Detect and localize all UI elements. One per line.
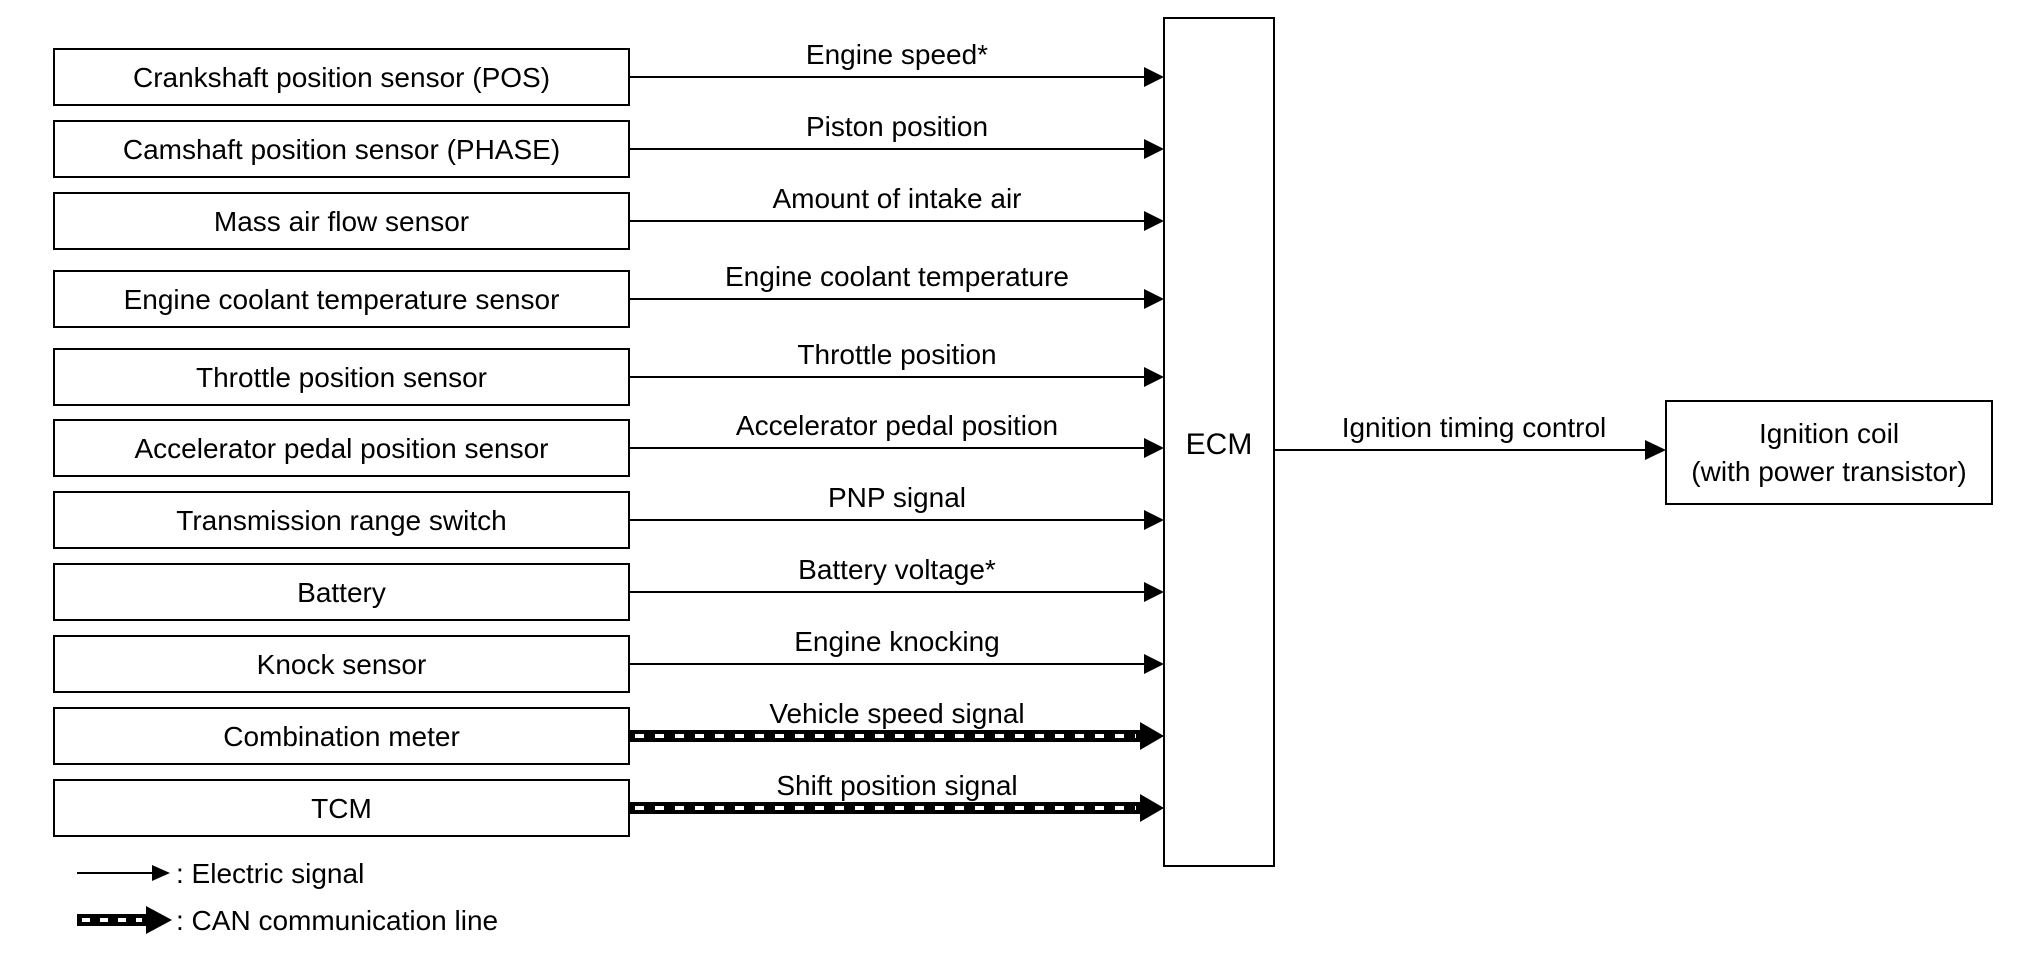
signal-label: Engine coolant temperature xyxy=(725,261,1069,292)
sensor-label: TCM xyxy=(311,793,372,824)
input-rows: Crankshaft position sensor (POS) Engine s… xyxy=(53,39,1164,837)
signal-label: Piston position xyxy=(806,111,988,142)
ecm-label: ECM xyxy=(1186,428,1253,461)
can-arrowhead xyxy=(1140,794,1164,822)
input-row: Camshaft position sensor (PHASE) Piston p… xyxy=(53,111,1164,178)
signal-arrowhead xyxy=(1144,67,1164,87)
sensor-box xyxy=(53,779,630,837)
signal-arrowhead xyxy=(1144,367,1164,387)
ignition-coil-box xyxy=(1665,400,1993,505)
input-row: Transmission range switch PNP signal xyxy=(53,482,1164,549)
input-row: Crankshaft position sensor (POS) Engine s… xyxy=(53,39,1164,106)
signal-label: PNP signal xyxy=(828,482,966,513)
sensor-label: Throttle position sensor xyxy=(196,362,487,393)
sensor-box xyxy=(53,348,630,406)
signal-label: Battery voltage* xyxy=(798,554,996,585)
sensor-label: Knock sensor xyxy=(257,649,427,680)
sensor-label: Transmission range switch xyxy=(176,505,506,536)
signal-arrowhead xyxy=(1144,289,1164,309)
sensor-box xyxy=(53,192,630,250)
signal-label: Amount of intake air xyxy=(772,183,1021,214)
sensor-box xyxy=(53,491,630,549)
input-row: Battery Battery voltage* xyxy=(53,554,1164,621)
input-row: TCM Shift position signal xyxy=(53,770,1164,837)
signal-arrowhead xyxy=(1144,510,1164,530)
input-row: Throttle position sensor Throttle positio… xyxy=(53,339,1164,406)
ignition-timing-control-label: Ignition timing control xyxy=(1342,412,1607,443)
sensor-box xyxy=(53,707,630,765)
signal-label: Vehicle speed signal xyxy=(769,698,1024,729)
input-row: Mass air flow sensor Amount of intake air xyxy=(53,183,1164,250)
input-row: Engine coolant temperature sensor Engine … xyxy=(53,261,1164,328)
can-arrowhead xyxy=(1140,722,1164,750)
sensor-label: Crankshaft position sensor (POS) xyxy=(133,62,550,93)
sensor-box xyxy=(53,635,630,693)
signal-label: Throttle position xyxy=(797,339,996,370)
legend-can-label: : CAN communication line xyxy=(176,905,498,936)
sensor-label: Combination meter xyxy=(223,721,460,752)
signal-arrowhead xyxy=(1144,582,1164,602)
legend-electric-label: : Electric signal xyxy=(176,858,364,889)
input-row: Combination meter Vehicle speed signal xyxy=(53,698,1164,765)
input-row: Knock sensor Engine knocking xyxy=(53,626,1164,693)
sensor-box xyxy=(53,270,630,328)
sensor-box xyxy=(53,120,630,178)
signal-label: Engine speed* xyxy=(806,39,988,70)
signal-arrowhead xyxy=(1144,654,1164,674)
signal-label: Accelerator pedal position xyxy=(736,410,1058,441)
legend: : Electric signal : CAN communication li… xyxy=(77,858,498,936)
legend-electric-arrowhead xyxy=(152,865,170,881)
sensor-label: Engine coolant temperature sensor xyxy=(124,284,560,315)
sensor-label: Battery xyxy=(297,577,386,608)
ecm-box xyxy=(1163,17,1275,867)
sensor-label: Accelerator pedal position sensor xyxy=(134,433,548,464)
ignition-coil-label: Ignition coil xyxy=(1759,418,1899,449)
sensor-label: Camshaft position sensor (PHASE) xyxy=(123,134,560,165)
signal-arrowhead xyxy=(1144,139,1164,159)
signal-arrowhead xyxy=(1144,438,1164,458)
ignition-coil-sublabel: (with power transistor) xyxy=(1691,456,1966,487)
sensor-box xyxy=(53,48,630,106)
signal-label: Engine knocking xyxy=(794,626,999,657)
signal-arrowhead xyxy=(1144,211,1164,231)
ignition-timing-control-arrowhead xyxy=(1645,440,1666,460)
signal-label: Shift position signal xyxy=(776,770,1017,801)
legend-can-arrowhead xyxy=(146,906,172,934)
input-row: Accelerator pedal position sensor Acceler… xyxy=(53,410,1164,477)
sensor-label: Mass air flow sensor xyxy=(214,206,469,237)
